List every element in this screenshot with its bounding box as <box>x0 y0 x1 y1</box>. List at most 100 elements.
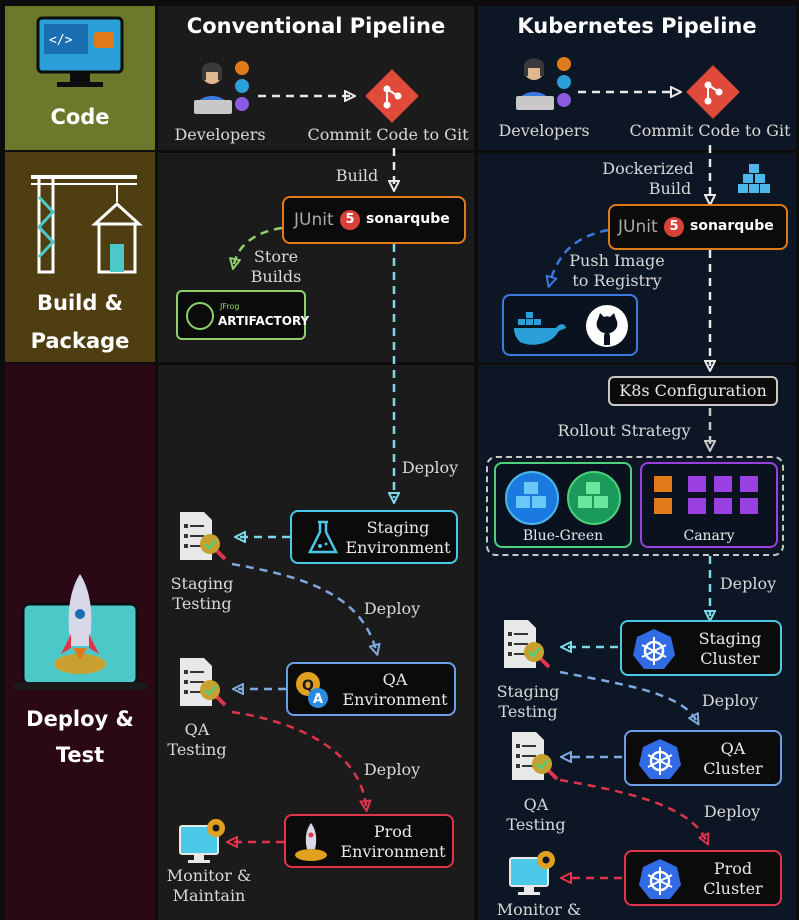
junit-label: JUnit <box>294 210 334 230</box>
k8s-config-label: K8s Configuration <box>619 381 767 400</box>
conv-staging-testing-1: Staging <box>170 574 234 593</box>
qa-cluster-box: QA Cluster <box>624 730 782 786</box>
kubernetes-icon <box>633 629 675 669</box>
staging-cluster-box: Staging Cluster <box>620 620 782 676</box>
qa-cluster-2: Cluster <box>703 759 763 778</box>
container-stack-icon <box>738 164 770 193</box>
conventional-title: Conventional Pipeline <box>186 14 446 38</box>
conv-qa-env-box: Q A QA Environment <box>286 662 456 716</box>
k8s-junit-sonarqube-box: JUnit 5 sonarqube <box>608 204 788 250</box>
staging-cluster-2: Cluster <box>700 649 760 668</box>
conv-junit-sonarqube-box: JUnit 5 sonarqube <box>282 196 466 244</box>
conv-store-builds-1: Store <box>253 247 299 266</box>
k8s-push-1: Push Image <box>569 251 665 270</box>
category-build-line2: Package <box>30 329 130 353</box>
category-code: Code <box>50 105 110 129</box>
k8s-rollout-label: Rollout Strategy <box>557 421 691 440</box>
k8s-deploy-2: Deploy <box>701 691 759 710</box>
conv-prod-env-2: Environment <box>340 842 446 861</box>
qa-icon: Q A <box>296 672 328 708</box>
category-build-line1: Build & <box>36 291 123 315</box>
test-checklist-icon <box>504 620 551 669</box>
category-deploy-line2: Test <box>55 743 105 767</box>
rollout-strategies-container <box>486 456 784 556</box>
conv-monitor-2: Maintain <box>172 886 246 905</box>
code-band: </> Code <box>5 6 155 150</box>
k8s-dockerized-1: Dockerized <box>602 159 694 178</box>
prod-cluster-box: Prod Cluster <box>624 850 782 906</box>
conv-deploy-3: Deploy <box>363 760 421 779</box>
divider <box>158 362 799 365</box>
conv-prod-env-1: Prod <box>373 822 413 841</box>
canary-box: Canary <box>640 462 778 548</box>
kubernetes-icon <box>639 739 681 779</box>
deploy-band: Deploy & Test <box>5 364 155 920</box>
k8s-developers-label: Developers <box>498 121 590 140</box>
jfrog-label: JFrog <box>220 302 240 311</box>
git-icon <box>365 69 419 123</box>
svg-text:A: A <box>313 692 323 707</box>
test-checklist-icon <box>180 512 227 561</box>
prod-cluster-1: Prod <box>713 859 753 878</box>
conv-developers-label: Developers <box>174 125 266 144</box>
github-icon <box>586 305 628 347</box>
k8s-qa-testing-1: QA <box>523 795 549 814</box>
monitor-gear-icon <box>509 851 555 895</box>
docker-icon <box>514 312 566 345</box>
k8s-staging-testing-2: Testing <box>498 702 558 721</box>
staging-cluster-1: Staging <box>698 629 762 648</box>
rocket-laptop-icon <box>13 574 147 690</box>
prod-cluster-2: Cluster <box>703 879 763 898</box>
build-band: Build & Package <box>5 152 155 362</box>
developer-icon <box>194 61 249 114</box>
test-checklist-icon <box>180 658 227 707</box>
conv-qa-testing-2: Testing <box>167 740 227 759</box>
monitor-gear-icon <box>179 819 225 863</box>
conv-staging-testing-2: Testing <box>172 594 232 613</box>
canary-label: Canary <box>683 528 735 544</box>
monitor-code-icon: </> <box>36 16 124 87</box>
blue-green-icon <box>505 471 621 525</box>
flask-icon <box>307 520 339 554</box>
conv-qa-testing-1: QA <box>184 720 210 739</box>
git-icon <box>686 65 740 119</box>
conv-qa-env-1: QA <box>382 670 408 689</box>
conv-build-label: Build <box>335 166 379 185</box>
k8s-deploy-3: Deploy <box>703 802 761 821</box>
rocket-launch-icon <box>295 823 327 861</box>
conv-deploy-1: Deploy <box>401 458 459 477</box>
sonarqube-label: sonarqube <box>690 218 774 234</box>
divider <box>158 150 799 153</box>
qa-cluster-1: QA <box>720 739 746 758</box>
svg-text:</>: </> <box>49 33 73 48</box>
k8s-qa-testing-2: Testing <box>506 815 566 834</box>
junit-5-icon: 5 <box>340 210 360 230</box>
test-checklist-icon <box>512 732 559 781</box>
conv-commit-label: Commit Code to Git <box>307 125 469 144</box>
junit-5-icon: 5 <box>664 217 684 237</box>
conv-monitor-1: Monitor & <box>166 866 252 885</box>
canary-icon <box>654 476 758 514</box>
k8s-commit-label: Commit Code to Git <box>629 121 791 140</box>
blue-green-label: Blue-Green <box>522 528 604 544</box>
conv-staging-env-box: Staging Environment <box>290 510 458 564</box>
k8s-dockerized-2: Build <box>648 179 692 198</box>
kubernetes-title: Kubernetes Pipeline <box>517 14 757 38</box>
svg-text:Q: Q <box>302 678 314 694</box>
sonarqube-label: sonarqube <box>366 211 450 227</box>
conv-qa-env-2: Environment <box>342 690 448 709</box>
artifactory-label: ARTIFACTORY <box>218 314 310 328</box>
conv-deploy-2: Deploy <box>363 599 421 618</box>
registry-box <box>502 294 638 356</box>
k8s-monitor-1: Monitor & <box>496 900 582 919</box>
conv-prod-env-box: Prod Environment <box>284 814 454 868</box>
k8s-push-2: to Registry <box>572 271 662 290</box>
kubernetes-icon <box>639 859 681 899</box>
jfrog-icon <box>186 302 214 330</box>
conv-staging-env-1: Staging <box>366 518 430 537</box>
conv-staging-env-2: Environment <box>345 538 451 557</box>
k8s-staging-testing-1: Staging <box>496 682 560 701</box>
conv-store-builds-2: Builds <box>250 267 302 286</box>
developer-icon <box>516 57 571 110</box>
k8s-configuration-box: K8s Configuration <box>608 376 778 406</box>
